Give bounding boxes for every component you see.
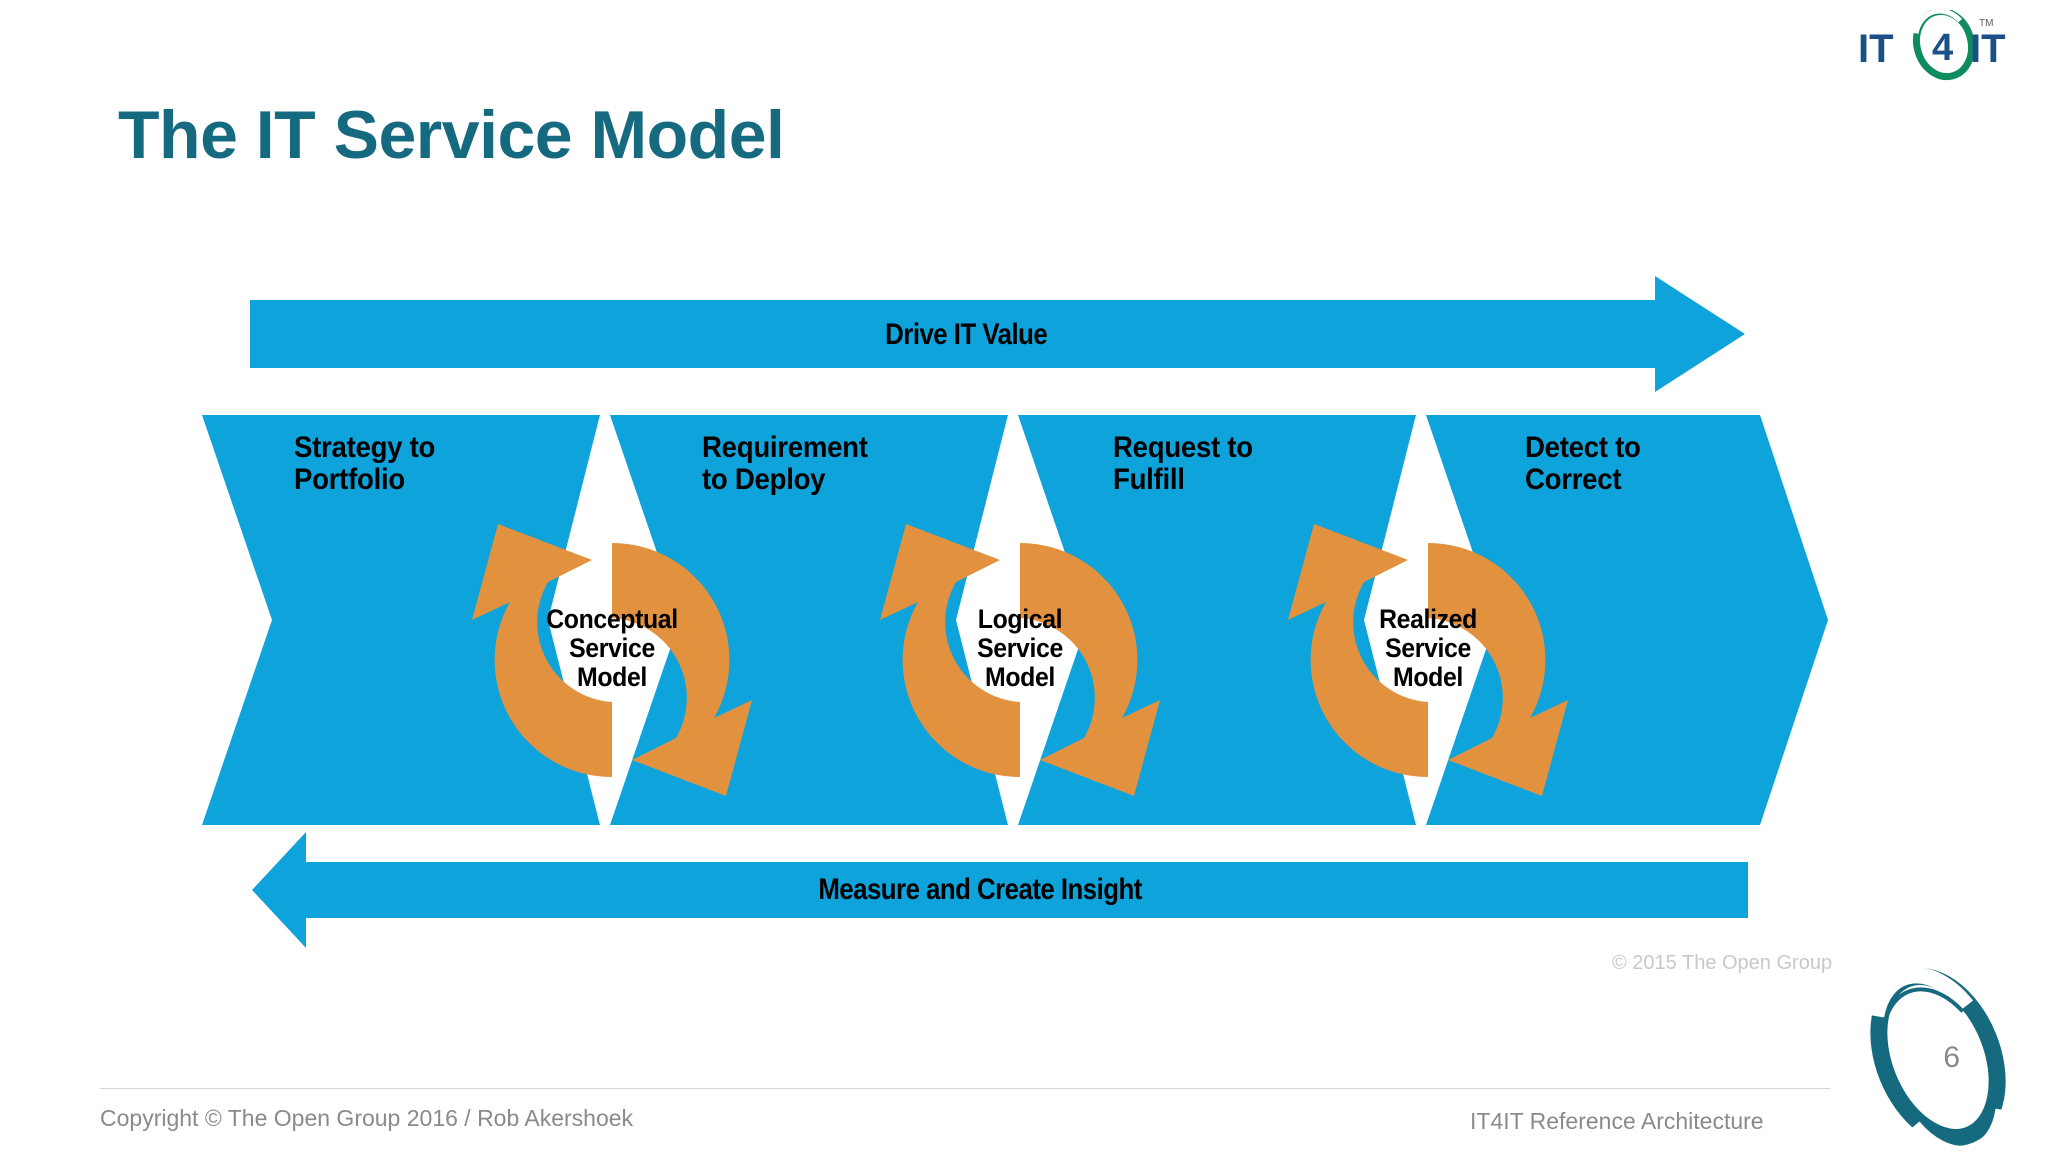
service-model-label-1: Conceptual Service Model (546, 604, 678, 693)
measure-create-insight-label: Measure and Create Insight (818, 873, 1142, 906)
logo-right-text: IT (1970, 27, 2006, 71)
diagram-copyright-note: © 2015 The Open Group (1612, 952, 1833, 974)
drive-it-value-label: Drive IT Value (885, 318, 1048, 351)
value-stream-label-3: Request to Fulfill (1113, 431, 1253, 496)
footer-divider (100, 1088, 1830, 1089)
logo-left-text: IT (1858, 27, 1894, 71)
page-title: The IT Service Model (118, 97, 785, 173)
footer-reference-architecture: IT4IT Reference Architecture (1470, 1108, 1764, 1134)
footer-copyright: Copyright © The Open Group 2016 / Rob Ak… (100, 1105, 634, 1131)
logo-center-text: 4 (1932, 27, 1953, 69)
value-stream-label-1: Strategy to Portfolio (294, 431, 436, 496)
it4it-logo: IT 4 IT TM (1856, 7, 2026, 82)
service-model-label-2: Logical Service Model (977, 604, 1063, 693)
service-model-label-3: Realized Service Model (1379, 604, 1477, 693)
open-group-swoosh-logo (1838, 962, 2038, 1157)
value-stream-label-4: Detect to Correct (1525, 431, 1641, 496)
value-stream-label-2: Requirement to Deploy (702, 431, 868, 496)
page-number: 6 (1943, 1041, 1960, 1074)
logo-trademark: TM (1979, 18, 1993, 29)
